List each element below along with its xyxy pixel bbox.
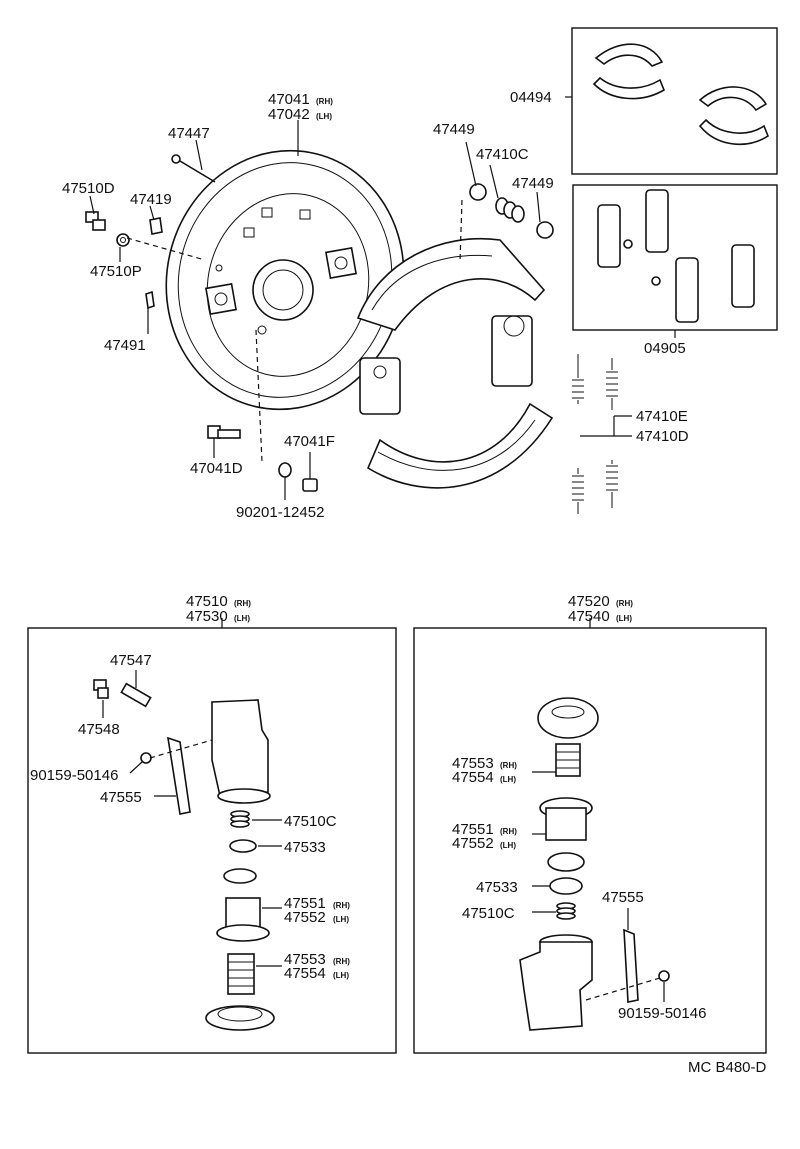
adjuster-47553-left [227,953,255,995]
washer-90201 [278,462,292,478]
label-47410D: 47410D [636,428,689,445]
label-47447: 47447 [168,125,210,142]
label-47551-left: 47551 [284,895,326,912]
lower-brake-shoe [366,402,554,489]
label-47553-left: 47553 [284,951,326,968]
screw-90159-right [658,970,670,982]
screw-90159-left [140,752,152,764]
label-47510D: 47510D [62,180,115,197]
label-47551-left-sub: (RH) [333,901,350,910]
bleeder-47547 [120,682,152,708]
adjuster-47553-right [555,743,581,777]
plate-47555-right [623,928,639,1003]
spring-47410C [495,197,525,223]
kit-box-04494 [571,27,778,175]
label-47042: 47042 [268,106,310,123]
label-47551-right-sub: (RH) [500,827,517,836]
label-47041-sub: (RH) [316,97,333,106]
label-47553-right: 47553 [452,755,494,772]
label-90201-12452: 90201-12452 [236,504,324,521]
label-left-head-47510-sub: (RH) [234,599,251,608]
label-47552-right-sub: (LH) [500,841,516,850]
label-47041D: 47041D [190,460,243,477]
shoe-adjuster [491,315,533,387]
clip-47491 [145,290,155,310]
label-47547: 47547 [110,652,152,669]
label-47533-right: 47533 [476,879,518,896]
label-47491: 47491 [104,337,146,354]
piston-47551-right [539,797,593,841]
label-47554-right: 47554 [452,769,494,786]
label-47041: 47041 [268,91,310,108]
label-47555-right: 47555 [602,889,644,906]
label-right-head-47520: 47520 [568,593,610,610]
shoe-set-icons [592,43,769,146]
label-47419: 47419 [130,191,172,208]
bolt-47510D [85,211,106,231]
label-47554-left-sub: (LH) [333,971,349,980]
label-47551-right: 47551 [452,821,494,838]
label-04905: 04905 [644,340,686,357]
label-right-head-47540-sub: (LH) [616,614,632,623]
label-47553-right-sub: (RH) [500,761,517,770]
label-47533-left: 47533 [284,839,326,856]
label-47449-b: 47449 [512,175,554,192]
label-47554-left: 47554 [284,965,326,982]
piston-47551-left [216,897,270,942]
figure-code: MC B480-D [688,1059,767,1076]
label-left-head-47510: 47510 [186,593,228,610]
upper-brake-shoe [356,238,546,331]
label-47554-right-sub: (LH) [500,775,516,784]
label-47552-left: 47552 [284,909,326,926]
label-47410E: 47410E [636,408,688,425]
backing-plate [165,149,405,411]
left-wheel-cylinder-body [211,699,271,804]
cup-lower-left [223,868,257,884]
label-90159-50146-left: 90159-50146 [30,767,118,784]
spring-47510C-right [556,902,576,920]
label-47041F: 47041F [284,433,335,450]
label-47410C: 47410C [476,146,529,163]
label-47548: 47548 [78,721,120,738]
part-47419 [149,217,163,235]
boot-left [205,1005,275,1031]
label-left-head-47530: 47530 [186,608,228,625]
label-47552-left-sub: (LH) [333,915,349,924]
label-90159-50146-right: 90159-50146 [618,1005,706,1022]
label-right-head-47540: 47540 [568,608,610,625]
label-47555-left: 47555 [100,789,142,806]
boot-right [537,697,599,739]
nut-47041F [302,478,318,492]
plate-47555-left [167,736,191,815]
cup-47533-right [549,877,583,895]
cup-47533-left [229,839,257,853]
label-47552-right: 47552 [452,835,494,852]
label-04494: 04494 [510,89,552,106]
label-right-head-47520-sub: (RH) [616,599,633,608]
label-47510P: 47510P [90,263,142,280]
cap-47449-a [469,183,487,201]
cap-47449-b [536,221,554,239]
label-47510C-left: 47510C [284,813,337,830]
label-47510C-right: 47510C [462,905,515,922]
label-47553-left-sub: (RH) [333,957,350,966]
bolt-47041D [207,425,241,439]
bolt-47447 [171,154,216,183]
label-left-head-47530-sub: (LH) [234,614,250,623]
spring-47510C-left [230,810,250,828]
cup-right [547,852,585,872]
return-springs [572,354,618,514]
cylinder-kit-icons [597,189,755,323]
right-wheel-cylinder-body [519,934,593,1031]
bolt-47548 [93,679,109,699]
left-cylinder-box [27,627,397,1054]
shoe-wheel-cylinder [359,357,401,415]
label-47449-a: 47449 [433,121,475,138]
washer-47510P [116,233,130,247]
label-47042-sub: (LH) [316,112,332,121]
